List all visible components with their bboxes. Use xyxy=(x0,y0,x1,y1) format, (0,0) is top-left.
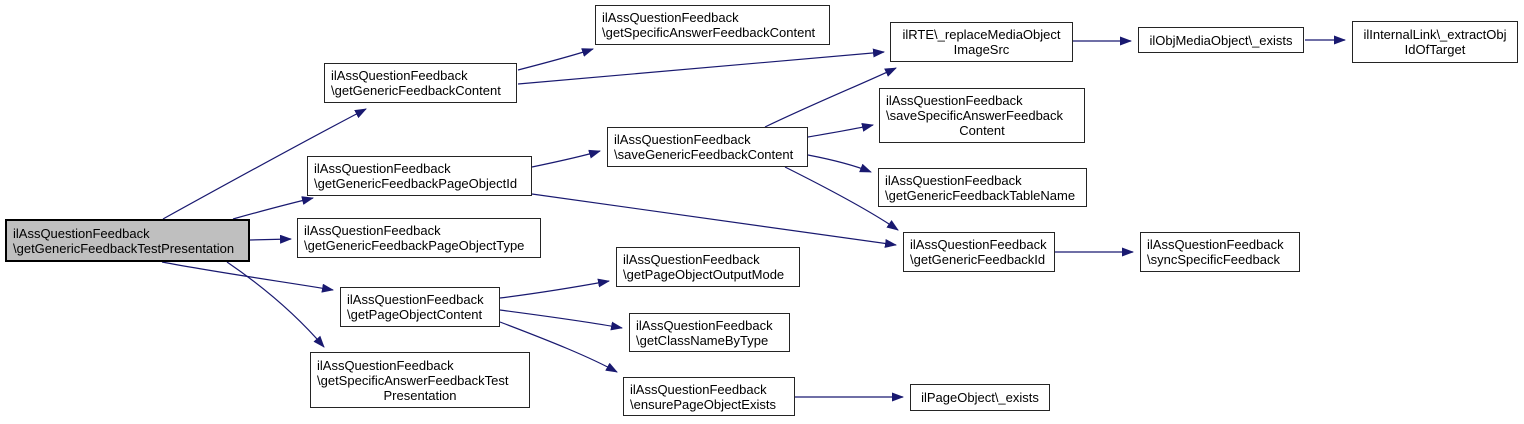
edge-saveGenericFeedbackContent-to-saveSpecificAnswerFeedbackContent xyxy=(807,122,874,138)
node-label-line: ilAssQuestionFeedback xyxy=(910,237,1047,252)
edge-getGenericFeedbackPageObjectId-to-saveGenericFeedbackContent xyxy=(531,149,601,168)
node-label-line: ilAssQuestionFeedback xyxy=(314,161,451,176)
node-label-line: \ensurePageObjectExists xyxy=(630,396,776,412)
edge-saveGenericFeedbackContent-to-ilRTE_replaceMediaObjectImageSrc xyxy=(764,67,897,128)
node-getGenericFeedbackTestPresentation[interactable]: ilAssQuestionFeedback\getGenericFeedback… xyxy=(5,219,250,262)
edge-getGenericFeedbackTestPresentation-to-getPageObjectContent xyxy=(161,261,334,293)
edge-getGenericFeedbackContent-to-getSpecificAnswerFeedbackContent xyxy=(517,48,594,71)
node-label-line: ilAssQuestionFeedback xyxy=(630,381,767,397)
node-label-line: ilInternalLink\_extractObj xyxy=(1363,27,1507,42)
node-label-line: \getGenericFeedbackContent xyxy=(331,83,501,98)
node-ensurePageObjectExists[interactable]: ilAssQuestionFeedback\ensurePageObjectEx… xyxy=(623,377,795,416)
node-ilPageObject_exists[interactable]: ilPageObject\_exists xyxy=(910,384,1050,411)
edge-getGenericFeedbackTestPresentation-to-getGenericFeedbackPageObjectType xyxy=(249,234,292,244)
node-label-line: \saveSpecificAnswerFeedback xyxy=(886,108,1064,123)
node-label-line: ilAssQuestionFeedback xyxy=(13,225,150,241)
node-label-line: ilAssQuestionFeedback xyxy=(1147,237,1284,252)
node-getSpecificAnswerFeedbackContent[interactable]: ilAssQuestionFeedback\getSpecificAnswerF… xyxy=(595,5,830,45)
node-label-line: ilAssQuestionFeedback xyxy=(347,292,484,307)
node-label-line: ImageSrc xyxy=(953,42,1010,57)
node-label-line: ilAssQuestionFeedback xyxy=(886,93,1023,108)
edge-getGenericFeedbackPageObjectId-to-getGenericFeedbackId xyxy=(531,193,897,248)
node-getGenericFeedbackPageObjectId[interactable]: ilAssQuestionFeedback\getGenericFeedback… xyxy=(307,156,532,196)
node-label-line: \getGenericFeedbackPageObjectId xyxy=(314,176,518,191)
node-label-line: \getClassNameByType xyxy=(636,332,769,348)
node-label-line: ilAssQuestionFeedback xyxy=(636,317,773,333)
node-ilObjMediaObject_exists[interactable]: ilObjMediaObject\_exists xyxy=(1138,27,1304,53)
edge-saveGenericFeedbackContent-to-getGenericFeedbackId xyxy=(784,166,899,231)
node-label-line: \getSpecificAnswerFeedbackContent xyxy=(602,25,816,40)
edge-saveGenericFeedbackContent-to-getGenericFeedbackTableName xyxy=(807,154,872,173)
node-getPageObjectContent[interactable]: ilAssQuestionFeedback\getPageObjectConte… xyxy=(340,287,500,327)
node-label-line: ilObjMediaObject\_exists xyxy=(1149,32,1293,48)
node-syncSpecificFeedback[interactable]: ilAssQuestionFeedback\syncSpecificFeedba… xyxy=(1140,232,1300,272)
node-label-line: IdOfTarget xyxy=(1404,42,1466,57)
edge-getPageObjectContent-to-ensurePageObjectExists xyxy=(499,321,618,373)
node-label-line: \getGenericFeedbackPageObjectType xyxy=(304,238,525,253)
node-label-line: \getSpecificAnswerFeedbackTest xyxy=(317,372,509,388)
node-getSpecificAnswerFeedbackTestPresentation[interactable]: ilAssQuestionFeedback\getSpecificAnswerF… xyxy=(310,352,530,408)
node-label-line: ilAssQuestionFeedback xyxy=(317,357,454,373)
edge-getGenericFeedbackTestPresentation-to-getGenericFeedbackPageObjectId xyxy=(232,196,314,220)
node-label-line: \getPageObjectOutputMode xyxy=(623,267,785,282)
edge-getGenericFeedbackContent-to-ilRTE_replaceMediaObjectImageSrc xyxy=(517,48,885,85)
node-label-line: \syncSpecificFeedback xyxy=(1147,252,1280,267)
edge-getGenericFeedbackTestPresentation-to-getGenericFeedbackContent xyxy=(162,108,367,220)
node-getGenericFeedbackContent[interactable]: ilAssQuestionFeedback\getGenericFeedback… xyxy=(324,63,517,103)
node-label-line: \getGenericFeedbackTestPresentation xyxy=(13,240,235,256)
node-getGenericFeedbackTableName[interactable]: ilAssQuestionFeedback\getGenericFeedback… xyxy=(878,168,1087,207)
node-label-line: Content xyxy=(959,123,1005,138)
edge-getGenericFeedbackTestPresentation-to-getSpecificAnswerFeedbackTestPresentation xyxy=(226,261,325,348)
node-label-line: ilAssQuestionFeedback xyxy=(885,172,1022,188)
node-saveGenericFeedbackContent[interactable]: ilAssQuestionFeedback\saveGenericFeedbac… xyxy=(607,127,808,167)
node-label-line: ilRTE\_replaceMediaObject xyxy=(902,27,1061,42)
node-label-line: ilPageObject\_exists xyxy=(921,390,1039,405)
node-label-line: ilAssQuestionFeedback xyxy=(304,223,441,238)
node-getGenericFeedbackId[interactable]: ilAssQuestionFeedback\getGenericFeedback… xyxy=(903,232,1055,272)
node-label-line: Presentation xyxy=(383,387,457,403)
node-label-line: \getPageObjectContent xyxy=(347,307,483,322)
node-getGenericFeedbackPageObjectType[interactable]: ilAssQuestionFeedback\getGenericFeedback… xyxy=(297,218,541,258)
node-label-line: \getGenericFeedbackTableName xyxy=(885,187,1076,203)
node-getClassNameByType[interactable]: ilAssQuestionFeedback\getClassNameByType xyxy=(629,313,790,352)
node-label-line: \getGenericFeedbackId xyxy=(910,252,1046,267)
node-label-line: ilAssQuestionFeedback xyxy=(331,68,468,83)
node-label-line: ilAssQuestionFeedback xyxy=(614,132,751,147)
node-label-line: \saveGenericFeedbackContent xyxy=(614,147,794,162)
node-saveSpecificAnswerFeedbackContent[interactable]: ilAssQuestionFeedback\saveSpecificAnswer… xyxy=(879,88,1085,143)
edge-getPageObjectContent-to-getPageObjectOutputMode xyxy=(499,278,610,299)
node-getPageObjectOutputMode[interactable]: ilAssQuestionFeedback\getPageObjectOutpu… xyxy=(616,247,800,287)
edge-group xyxy=(161,35,1346,402)
node-label-line: ilAssQuestionFeedback xyxy=(602,10,739,25)
edge-getPageObjectContent-to-getClassNameByType xyxy=(499,309,623,331)
node-label-line: ilAssQuestionFeedback xyxy=(623,252,760,267)
